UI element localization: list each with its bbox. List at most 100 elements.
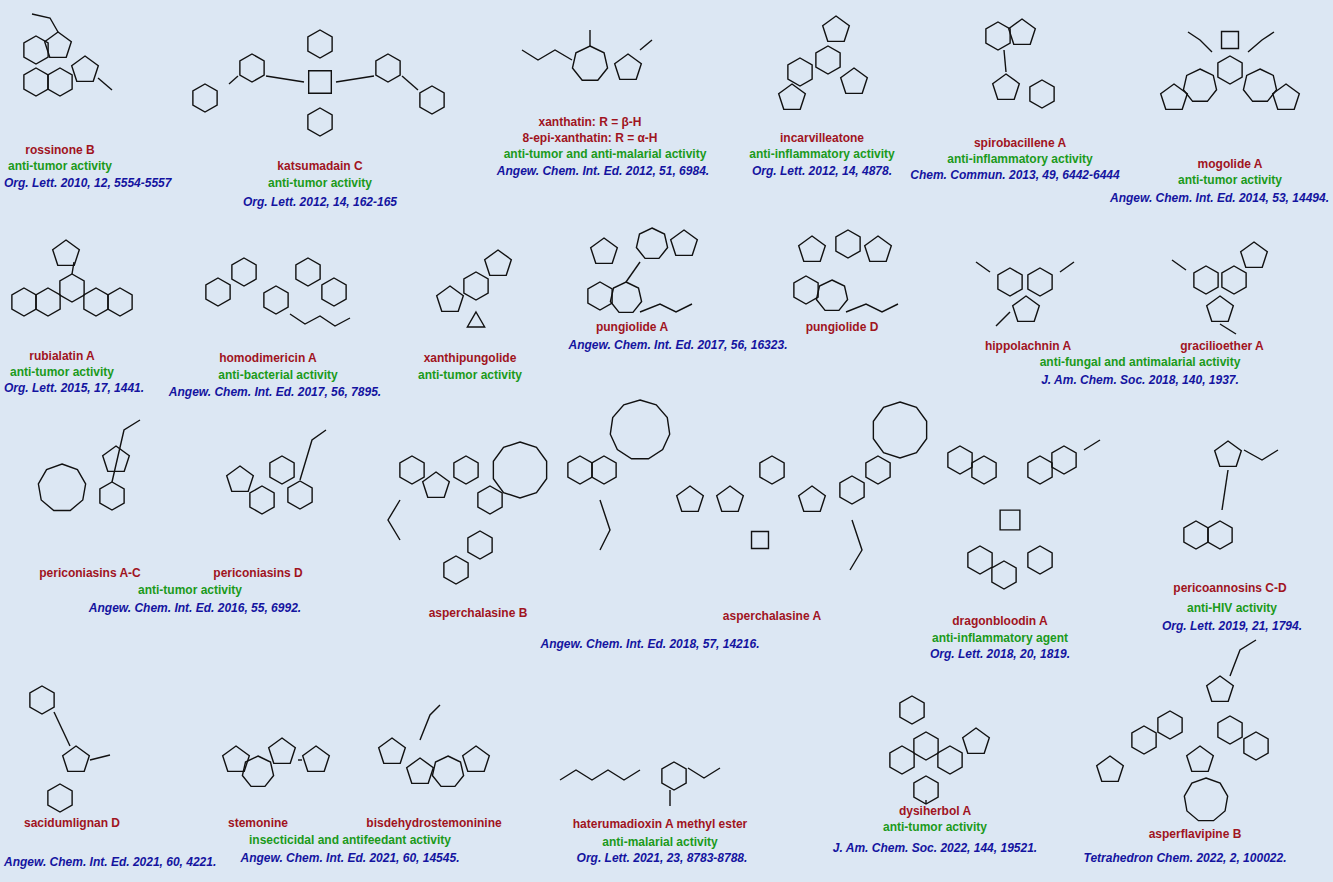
chain-bond bbox=[290, 314, 350, 326]
ring-bond bbox=[288, 481, 312, 509]
molecule-sketch bbox=[1161, 32, 1300, 110]
ring-bond bbox=[865, 236, 892, 261]
chain-bond bbox=[90, 755, 110, 760]
chain-bond bbox=[1004, 50, 1006, 72]
citation: Angew. Chem. Int. Ed. 2014, 53, 14494. bbox=[1110, 191, 1329, 205]
ring-bond bbox=[308, 108, 332, 136]
citation: Angew. Chem. Int. Ed. 2017, 56, 7895. bbox=[169, 385, 381, 399]
citation: Org. Lett. 2021, 23, 8783-8788. bbox=[577, 851, 748, 865]
chain-bond bbox=[72, 262, 74, 274]
ring-bond bbox=[432, 756, 463, 786]
ring-bond bbox=[841, 68, 868, 93]
compound-name: xanthatin: R = β-H bbox=[539, 115, 642, 129]
ring-bond bbox=[816, 46, 840, 74]
ring-bond bbox=[972, 456, 996, 484]
molecule-sketch bbox=[794, 230, 898, 312]
ring-bond bbox=[1187, 746, 1214, 771]
ring-bond bbox=[269, 738, 296, 763]
compound-name: homodimericin A bbox=[219, 351, 317, 365]
compound-name: rossinone B bbox=[25, 143, 94, 157]
ring-bond bbox=[1215, 441, 1242, 466]
ring-bond bbox=[1184, 521, 1208, 549]
ring-bond bbox=[242, 756, 273, 786]
compound-name: gracilioether A bbox=[1180, 339, 1264, 353]
ring-bond bbox=[816, 280, 847, 310]
ring-bond bbox=[1241, 242, 1268, 267]
ring-bond bbox=[423, 472, 450, 497]
compound-name: spirobacillene A bbox=[974, 136, 1066, 150]
ring-bond bbox=[890, 746, 914, 774]
chain-bond bbox=[1244, 450, 1278, 460]
chain-bond bbox=[1248, 32, 1274, 52]
compound-name: katsumadain C bbox=[277, 159, 362, 173]
ring-bond bbox=[468, 531, 492, 559]
activity-note: anti-tumor activity bbox=[1178, 173, 1282, 187]
ring-bond bbox=[36, 288, 60, 316]
citation: J. Am. Chem. Soc. 2018, 140, 1937. bbox=[1041, 373, 1239, 387]
molecule-sketch bbox=[379, 705, 490, 786]
compound-name: xanthipungolide bbox=[424, 351, 517, 365]
ring-bond bbox=[12, 288, 36, 316]
ring-bond bbox=[485, 250, 512, 275]
ring-bond bbox=[1194, 266, 1218, 294]
ring-bond bbox=[914, 776, 938, 804]
molecule-sketch bbox=[890, 696, 989, 804]
ring-bond bbox=[568, 456, 592, 484]
chain-bond bbox=[266, 76, 304, 82]
ring-bond bbox=[407, 758, 434, 783]
ring-bond bbox=[1052, 446, 1076, 474]
ring-bond bbox=[48, 68, 72, 96]
compound-name: asperflavipine B bbox=[1149, 827, 1242, 841]
ring-bond bbox=[873, 402, 926, 458]
ring-bond bbox=[437, 286, 464, 311]
ring-bond bbox=[1207, 676, 1234, 701]
ring-bond bbox=[24, 68, 48, 96]
ring-bond bbox=[232, 258, 256, 286]
ring-bond bbox=[636, 228, 667, 258]
molecule-sketch bbox=[560, 762, 720, 806]
ring-bond bbox=[240, 54, 264, 82]
compound-name: bisdehydrostemoninine bbox=[366, 816, 501, 830]
chain-bond bbox=[688, 768, 720, 778]
chain-bond bbox=[1172, 260, 1186, 270]
ring-bond bbox=[30, 686, 54, 714]
molecule-sketch bbox=[437, 250, 512, 327]
compound-name: sacidumlignan D bbox=[24, 816, 120, 830]
ring-bond bbox=[1097, 756, 1124, 781]
ring-bond bbox=[1222, 266, 1246, 294]
citation: Chem. Commun. 2013, 49, 6442-6444 bbox=[910, 168, 1119, 182]
ring-bond bbox=[914, 732, 938, 760]
ring-bond bbox=[662, 762, 686, 790]
citation: Angew. Chem. Int. Ed. 2016, 55, 6992. bbox=[89, 601, 301, 615]
chain-bond bbox=[846, 304, 898, 312]
chain-bond bbox=[640, 40, 652, 50]
compound-name: asperchalasine B bbox=[429, 606, 528, 620]
ring-bond bbox=[1028, 546, 1052, 574]
ring-bond bbox=[464, 272, 488, 300]
ring-bond bbox=[227, 466, 254, 491]
ring-bond bbox=[420, 86, 444, 114]
activity-note: anti-inflammatory agent bbox=[932, 631, 1068, 645]
chain-bond bbox=[669, 790, 670, 806]
activity-note: anti-HIV activity bbox=[1187, 601, 1277, 615]
ring-bond bbox=[963, 728, 990, 753]
ring-bond bbox=[717, 486, 744, 511]
ring-bond bbox=[1009, 19, 1036, 44]
ring-bond bbox=[948, 446, 972, 474]
molecule-sketch bbox=[986, 19, 1054, 108]
chain-bond bbox=[1220, 324, 1236, 334]
ring-bond bbox=[588, 282, 612, 310]
compound-name: asperchalasine A bbox=[723, 609, 821, 623]
ring-bond bbox=[400, 456, 424, 484]
ring-bond bbox=[309, 71, 332, 94]
compound-name: dragonbloodin A bbox=[952, 614, 1048, 628]
ring-bond bbox=[591, 238, 618, 263]
molecule-sketch bbox=[1172, 242, 1267, 334]
chain-bond bbox=[640, 304, 692, 312]
chain-bond bbox=[996, 312, 1010, 326]
compound-name: periconiasins A-C bbox=[39, 566, 141, 580]
molecule-sketch bbox=[779, 16, 868, 109]
citation: Angew. Chem. Int. Ed. 2021, 60, 14545. bbox=[241, 851, 460, 865]
ring-bond bbox=[379, 738, 406, 763]
activity-note: anti-tumor activity bbox=[10, 365, 114, 379]
